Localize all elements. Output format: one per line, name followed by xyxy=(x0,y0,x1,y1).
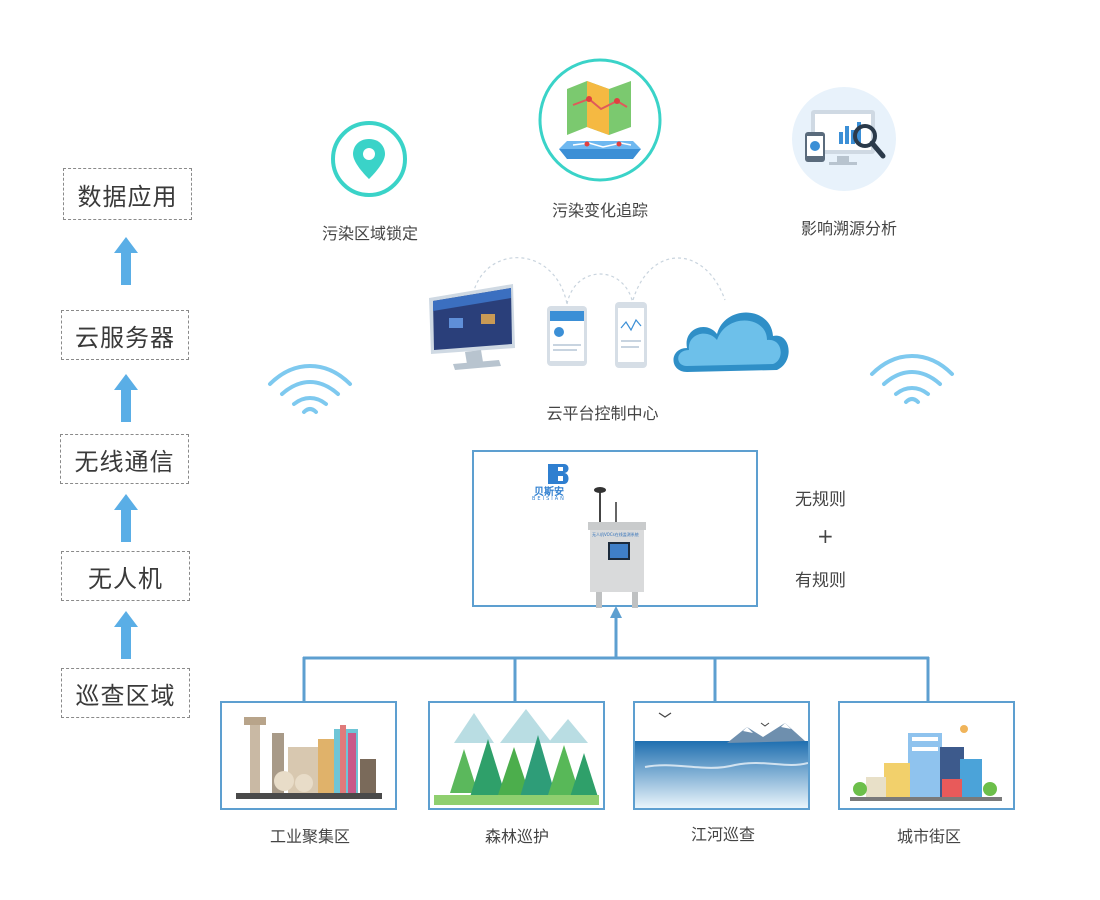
app-caption-source-analysis: 影响溯源分析 xyxy=(800,219,897,238)
industrial-illustration xyxy=(236,717,382,799)
layer-wireless: 无线通信 xyxy=(60,434,189,484)
app-caption-pollution-lock: 污染区域锁定 xyxy=(321,224,418,243)
layer-label: 巡查区域 xyxy=(75,681,176,710)
brand-logo-icon xyxy=(548,464,569,484)
river-illustration xyxy=(635,712,808,808)
layer-drone: 无人机 xyxy=(61,551,190,601)
analysis-icon xyxy=(792,87,896,191)
layer-cloud-server: 云服务器 xyxy=(61,310,189,360)
wifi-icon xyxy=(870,354,954,404)
up-arrow-icon xyxy=(114,611,138,659)
forest-illustration xyxy=(434,709,599,805)
city-illustration xyxy=(850,725,1002,801)
brand-name-en: BEISIAN xyxy=(532,496,566,502)
brand-name: 贝斯安 xyxy=(534,487,564,498)
rule-irregular: 无规则 xyxy=(795,490,846,510)
up-arrow-icon xyxy=(114,374,138,422)
up-arrow-icon xyxy=(114,494,138,542)
area-river xyxy=(633,701,810,810)
layer-label: 无人机 xyxy=(88,564,163,593)
layer-label: 数据应用 xyxy=(77,182,178,211)
location-pin-icon xyxy=(331,121,407,197)
rule-regular: 有规则 xyxy=(795,571,846,591)
map-icon xyxy=(538,58,662,182)
connector-tree xyxy=(302,606,930,702)
monitoring-station-illustration: 无人机VOCs在线监测系统 xyxy=(588,487,646,608)
layer-label: 无线通信 xyxy=(74,447,175,476)
device-panel-title: 无人机VOCs在线监测系统 xyxy=(592,531,639,537)
area-caption-river: 江河巡查 xyxy=(690,825,755,844)
cloud-platform-caption: 云平台控制中心 xyxy=(546,404,659,423)
area-industrial xyxy=(220,701,397,810)
layer-patrol-area: 巡查区域 xyxy=(61,668,190,718)
layer-data-application: 数据应用 xyxy=(63,168,192,220)
area-forest xyxy=(428,701,605,810)
area-caption-forest: 森林巡护 xyxy=(484,827,549,846)
monitoring-device-box: 贝斯安 BEISIAN 无人机VOCs在线监测系统 xyxy=(472,450,758,608)
area-city xyxy=(838,701,1015,810)
cloud-platform-illustration xyxy=(429,257,789,372)
up-arrow-icon xyxy=(114,237,138,285)
area-caption-industrial: 工业聚集区 xyxy=(269,827,350,846)
wifi-icon xyxy=(268,364,352,414)
app-caption-pollution-tracking: 污染变化追踪 xyxy=(551,201,648,220)
rule-plus: + xyxy=(817,524,834,548)
layer-label: 云服务器 xyxy=(75,323,175,352)
area-caption-city: 城市街区 xyxy=(896,827,961,846)
